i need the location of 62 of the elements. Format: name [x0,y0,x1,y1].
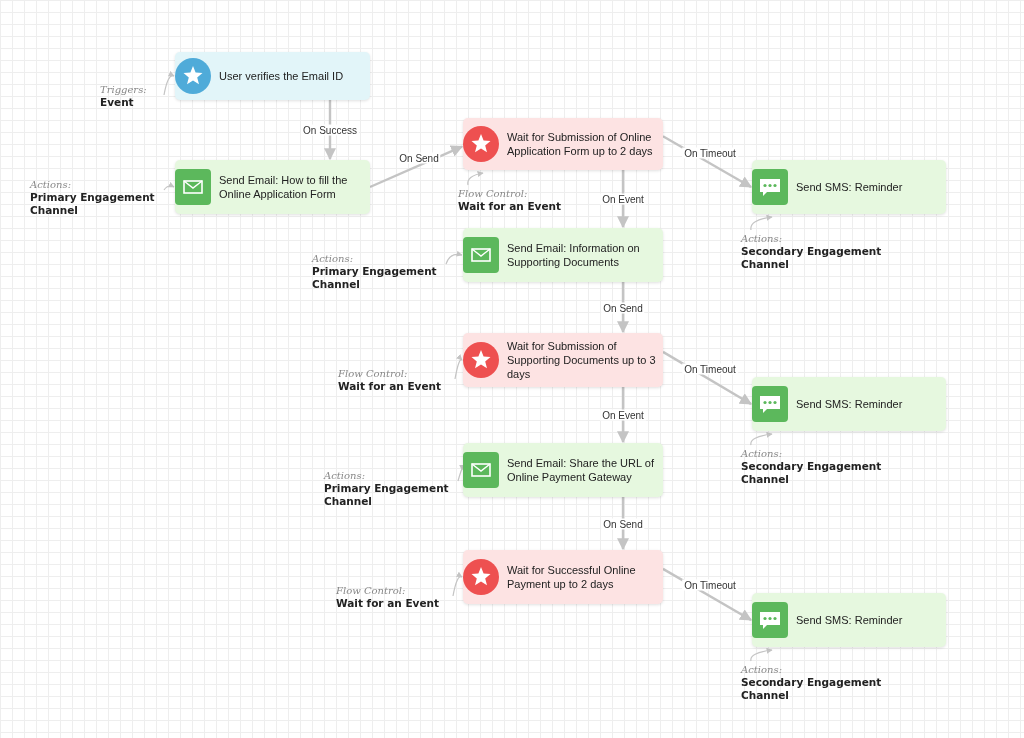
step-text: Wait for Submission of Online Application Form up to 2 days [507,130,654,158]
email-action-card [175,160,370,214]
leader-line [163,71,175,96]
edge-label: On Event [600,409,646,421]
wait-card [463,550,663,604]
annotation-text: Primary Engagement Channel [30,191,156,217]
step-text: User verifies the Email ID [219,69,345,83]
annotation-text: Secondary Engagement Channel [741,245,883,271]
step-text: Send Email: Share the URL of Online Payment Gateway [507,456,655,484]
step-text: Wait for Successful Online Payment up to 2 days [507,563,637,591]
annotation-text: Secondary Engagement Channel [741,460,883,486]
edge-label: On Event [600,193,646,205]
annotation-category: Flow Control: [338,367,409,380]
edge-label: On Send [601,302,645,313]
annotation-category: Flow Control: [458,187,529,200]
leader-line [457,464,465,482]
leader-line [750,647,773,662]
annotation-text: Event [100,96,135,109]
annotation-category: Flow Control: [336,584,407,597]
step-text: Send SMS: Reminder [796,613,904,627]
annotation-category: Actions: [324,469,366,482]
annotation-text: Wait for an Event [336,597,441,610]
email-action-card [463,228,663,282]
leader-line [454,354,463,380]
step-text: Send SMS: Reminder [796,180,904,194]
sms-action-card [752,593,946,647]
edge-label: On Send [397,152,441,164]
sms-action-card [752,160,946,214]
email-action-card [463,443,663,497]
edge-label: On Send [601,518,645,529]
wait-card [463,333,663,387]
annotation-category: Actions: [312,252,354,265]
flow-arrow [324,100,336,161]
edge-label: On Timeout [682,363,738,375]
annotation-text: Wait for an Event [338,380,443,393]
annotation-category: Actions: [741,447,783,460]
flow-arrow [617,387,629,444]
annotation-category: Actions: [741,663,783,676]
annotation-text: Primary Engagement Channel [312,265,438,291]
leader-line [750,431,773,446]
annotation-category: Triggers: [100,83,148,96]
sms-action-card [752,377,946,431]
wait-card [463,118,663,170]
leader-line [445,251,463,265]
step-text: Send SMS: Reminder [796,397,904,411]
annotation-category: Actions: [741,232,783,245]
flow-arrow [617,170,629,229]
annotation-text: Primary Engagement Channel [324,482,450,508]
step-text: Send Email: Information on Supporting Documents [507,241,641,269]
step-text: Wait for Submission of Supporting Documents up to 3 days [507,339,657,381]
leader-line [163,182,175,191]
annotation-text: Secondary Engagement Channel [741,676,883,702]
edge-label: On Success [301,124,359,136]
annotation-text: Wait for an Event [458,200,563,213]
leader-line [452,572,463,597]
leader-line [467,171,484,186]
leader-line [750,214,773,231]
step-text: Send Email: How to fill the Online Application Form [219,173,349,201]
edge-label: On Timeout [682,147,738,159]
trigger-card [175,52,370,100]
annotation-category: Actions: [30,178,72,191]
edge-label: On Timeout [682,579,738,591]
